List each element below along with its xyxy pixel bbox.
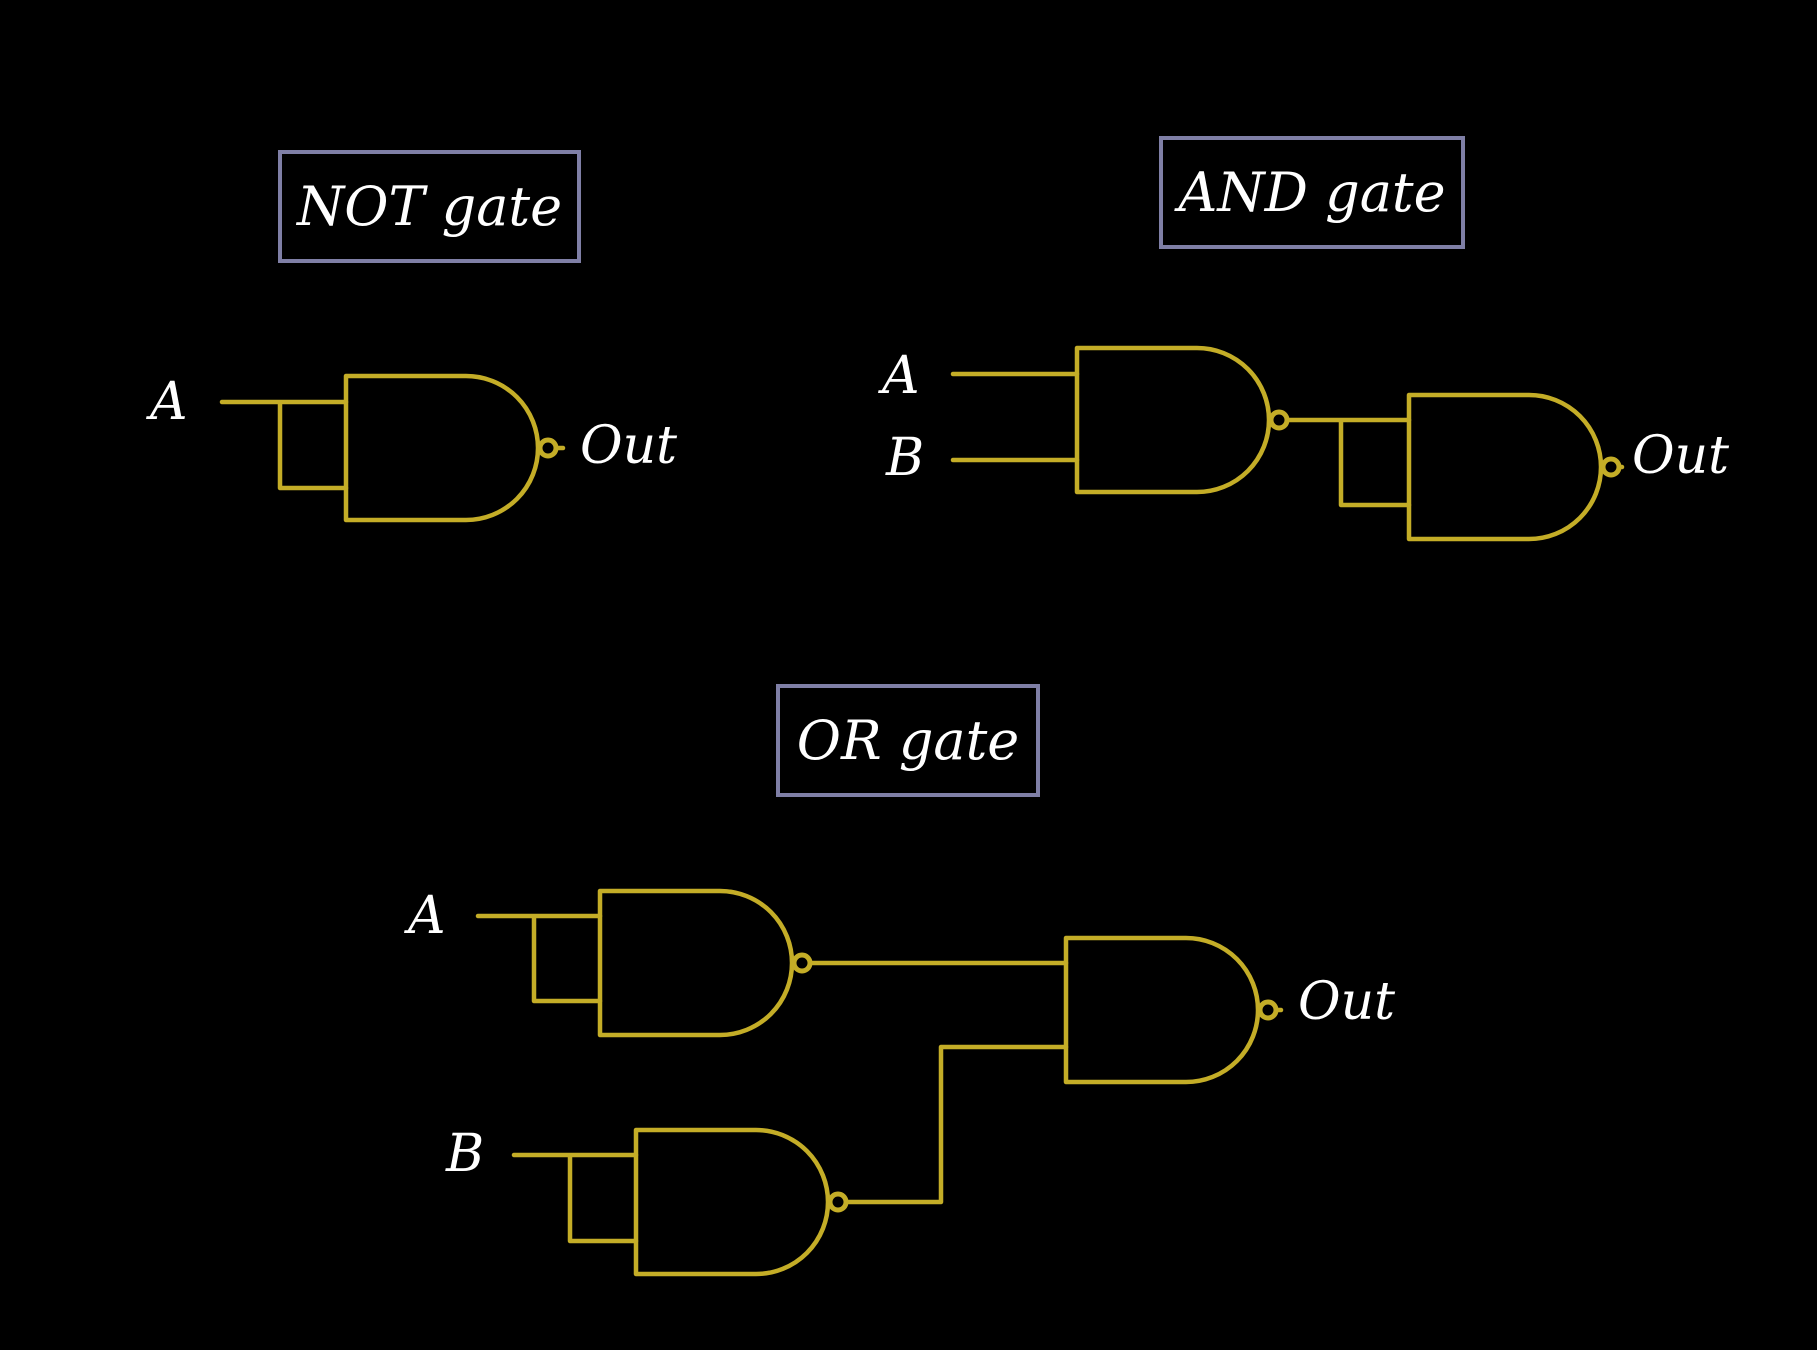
or-gate-nand-b-body bbox=[633, 1127, 831, 1277]
and-gate-title: AND gate bbox=[1159, 136, 1465, 249]
or-gate-input-b-wire bbox=[511, 1152, 639, 1244]
and-gate-output-label: Out bbox=[1632, 426, 1730, 486]
not-gate-title: NOT gate bbox=[278, 150, 581, 263]
and-gate-nand-1-body bbox=[1074, 345, 1272, 495]
or-gate-title: OR gate bbox=[776, 684, 1040, 797]
or-gate-nand-out-bubble bbox=[1257, 999, 1279, 1021]
or-gate-nand-out-body bbox=[1063, 935, 1261, 1085]
and-gate-link-wire bbox=[1284, 417, 1412, 508]
or-gate-nand-a-body bbox=[597, 888, 795, 1038]
or-gate-input-a-label: A bbox=[408, 886, 446, 946]
or-gate-input-b-label: B bbox=[446, 1124, 485, 1184]
not-gate-input-wire bbox=[219, 399, 349, 491]
and-gate-input-a-label: A bbox=[882, 346, 920, 406]
and-gate-nand-1-bubble bbox=[1268, 409, 1290, 431]
and-gate-nand-2-bubble bbox=[1600, 456, 1622, 478]
and-gate-input-b-label: B bbox=[886, 428, 925, 488]
and-gate-nand-2-body bbox=[1406, 392, 1604, 542]
or-gate-nand-a-bubble bbox=[791, 952, 813, 974]
not-gate-output-label: Out bbox=[580, 416, 678, 476]
or-gate-nand-b-bubble bbox=[827, 1191, 849, 1213]
not-gate-nand-body bbox=[343, 373, 541, 523]
or-gate-link-b-wire bbox=[843, 1044, 1069, 1205]
or-gate-input-a-wire bbox=[475, 913, 603, 1004]
or-gate-output-label: Out bbox=[1298, 972, 1396, 1032]
not-gate-nand-bubble bbox=[537, 437, 559, 459]
not-gate-input-a-label: A bbox=[150, 372, 188, 432]
